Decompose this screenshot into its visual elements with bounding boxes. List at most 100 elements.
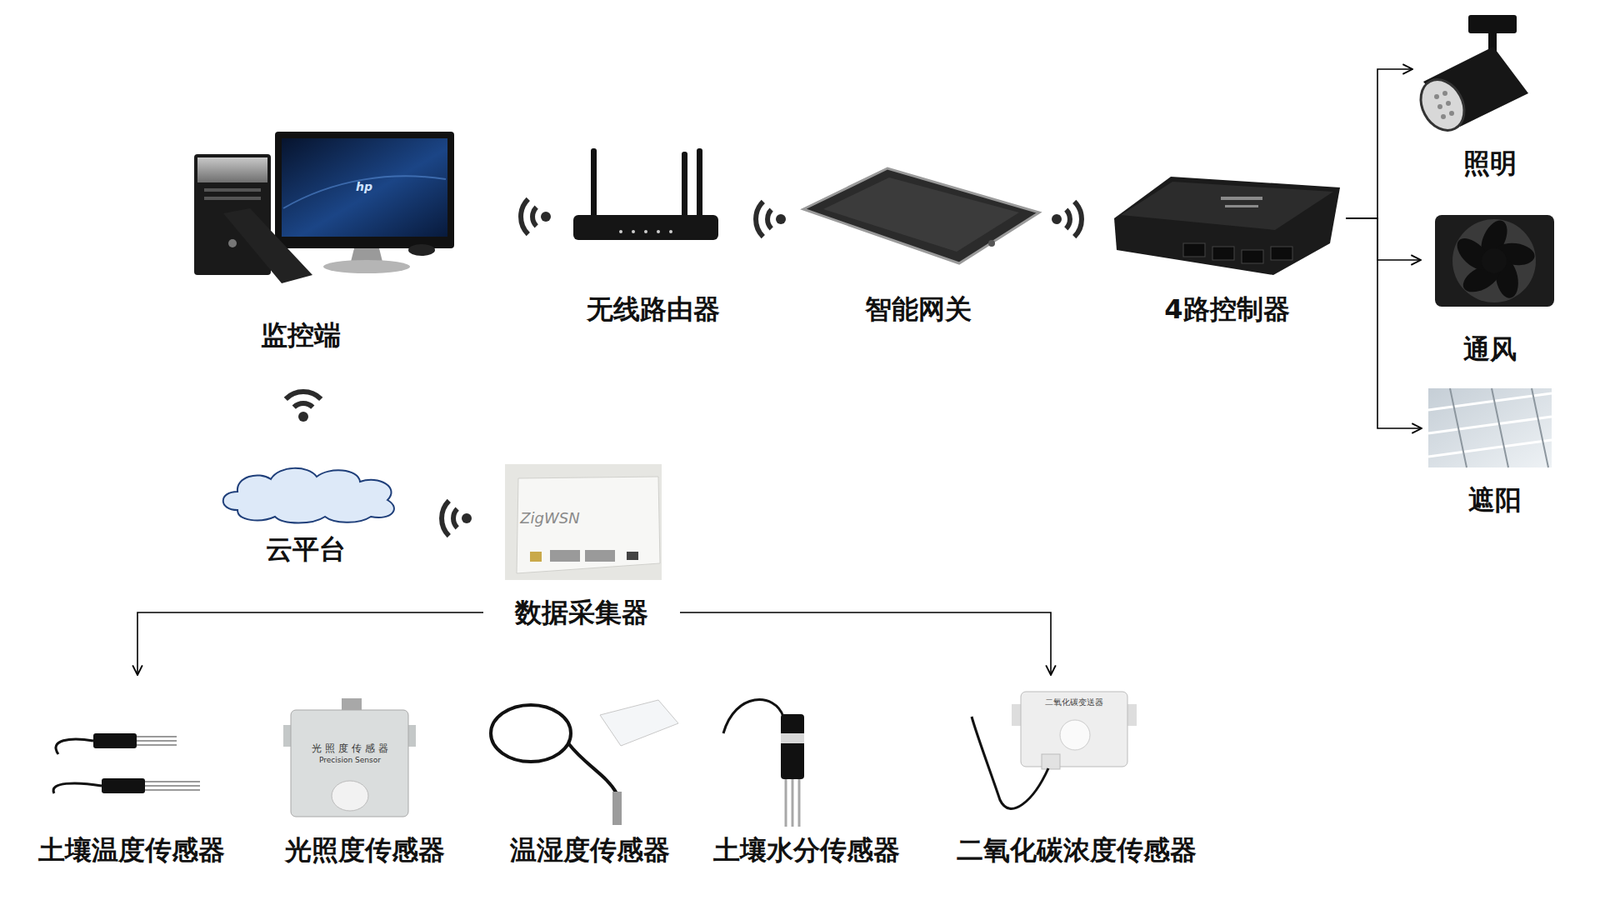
spotlight-illustration-part — [1445, 100, 1451, 106]
shade-illustration — [1428, 388, 1552, 468]
spotlight-illustration-part — [1437, 104, 1443, 110]
soil-moisture-sensor: 土壤水分传感器 — [708, 675, 905, 869]
collector-illustration-part — [550, 550, 580, 562]
smart-gateway: 智能网关 — [793, 158, 1044, 328]
soil-moisture-probe-illustration-part — [723, 700, 784, 734]
arrow-connector — [1345, 218, 1421, 260]
data-collector: 数据采集器 — [483, 458, 680, 631]
node-label: 土壤水分传感器 — [675, 831, 938, 869]
controller-illustration-part — [1225, 205, 1259, 208]
wireless-signal-symbols-part — [1051, 201, 1082, 237]
soil-moisture-probe-illustration-part — [780, 714, 805, 780]
device-imprint: 光 照 度 传 感 器 — [311, 743, 388, 754]
shade-illustration-part — [1491, 388, 1509, 468]
router-illustration-part — [573, 215, 719, 240]
computer-illustration-part — [281, 138, 448, 237]
node-label: 智能网关 — [760, 290, 1077, 328]
controller-illustration-part — [1114, 176, 1340, 275]
router-illustration — [573, 148, 719, 240]
soil-moisture-probe-illustration-part — [798, 779, 801, 827]
light-sensor-illustration — [283, 698, 416, 817]
computer-illustration-part — [197, 157, 268, 183]
soil-moisture-probe-illustration-part — [791, 779, 795, 827]
node-label: 通风 — [1387, 330, 1593, 368]
light-sensor-illustration-part — [290, 710, 409, 817]
computer-illustration-part — [204, 196, 261, 200]
computer-illustration-part — [204, 188, 261, 192]
spotlight-illustration-part — [1412, 71, 1473, 138]
tablet-illustration — [803, 168, 1040, 264]
computer-illustration-part — [323, 260, 410, 274]
soil-temperature-probe-illustration-part — [53, 783, 102, 794]
wireless-router: 无线路由器 — [566, 137, 740, 328]
controller-illustration-part — [1220, 196, 1263, 200]
node-label: 云平台 — [176, 530, 435, 568]
soil-temperature-probe-illustration — [53, 733, 200, 794]
cloud-illustration — [223, 468, 395, 524]
soil-temperature-probe-illustration-part — [145, 780, 200, 783]
cloud-platform: 云平台 — [210, 462, 402, 568]
soil-temperature-probe-illustration-part — [136, 740, 177, 742]
humidity-sensor: 温湿度传感器 — [479, 675, 701, 869]
computer-illustration-part — [275, 131, 455, 249]
fan-illustration — [1435, 215, 1555, 308]
light-sensor-illustration-part — [331, 780, 369, 811]
co2-transmitter-illustration — [971, 691, 1137, 809]
tablet-illustration-part — [823, 177, 1020, 252]
computer-illustration-part — [283, 175, 446, 209]
node-label: 无线路由器 — [533, 290, 774, 328]
soil-temperature-probe-illustration-part — [145, 789, 200, 791]
device-imprint: hp — [355, 180, 373, 193]
node-label: 遮阳 — [1388, 481, 1600, 519]
spotlight-illustration-part — [1434, 94, 1440, 100]
arrow-connector — [1345, 69, 1413, 219]
co2-transmitter-illustration-part — [1011, 704, 1022, 726]
co2-transmitter-illustration-part — [1020, 691, 1128, 767]
node-label: 二氧化碳浓度传感器 — [916, 831, 1237, 869]
wireless-signal-symbols-part — [755, 201, 786, 237]
spotlight-illustration-part — [1449, 110, 1455, 116]
fan-illustration-part — [1435, 215, 1555, 307]
computer-illustration-part — [408, 244, 435, 256]
humidity-sensor-illustration-part — [600, 700, 679, 746]
monitor-terminal: 监控端 — [179, 120, 423, 354]
lighting-device: 照明 — [1412, 10, 1568, 182]
controller-illustration-part — [1241, 250, 1264, 264]
device-imprint: Precision Sensor — [319, 756, 381, 765]
soil-moisture-probe-illustration-part — [785, 779, 788, 827]
ventilation-fan: 通风 — [1420, 208, 1560, 368]
arrow-connector — [1345, 218, 1422, 429]
soil-temperature-probe-illustration-part — [136, 744, 177, 746]
co2-transmitter-illustration-part — [1126, 704, 1137, 726]
router-illustration-part — [696, 148, 703, 219]
wireless-signal-symbols-part — [285, 391, 321, 422]
controller-illustration-part — [1270, 246, 1293, 260]
node-label: 监控端 — [145, 316, 456, 354]
soil-temperature-probe-illustration-part — [145, 785, 200, 787]
controller-illustration-part — [1120, 181, 1334, 230]
computer-illustration — [194, 131, 455, 284]
spotlight-illustration-part — [1442, 90, 1448, 96]
tablet-illustration-part — [988, 240, 995, 247]
shade-illustration-part — [1428, 416, 1552, 434]
controller-illustration-part — [1212, 246, 1235, 260]
shade-illustration-part — [1428, 388, 1552, 468]
router-illustration-part — [669, 230, 673, 234]
device-imprint: 二氧化碳变送器 — [1045, 698, 1104, 707]
shade-illustration-part — [1450, 388, 1467, 468]
controller-box: 4路控制器 — [1108, 166, 1346, 328]
router-illustration-part — [681, 151, 688, 219]
node-label: 土壤温度传感器 — [0, 831, 271, 869]
router-illustration-part — [631, 230, 635, 234]
collector-illustration — [505, 464, 662, 580]
node-label: 照明 — [1379, 145, 1600, 182]
soil-temperature-probe-illustration-part — [101, 778, 145, 794]
soil-moisture-probe-illustration-part — [780, 733, 805, 744]
collector-illustration-part — [530, 551, 542, 562]
spotlight-illustration — [1412, 15, 1529, 139]
controller-illustration — [1114, 176, 1340, 275]
collector-illustration-part — [626, 551, 639, 560]
